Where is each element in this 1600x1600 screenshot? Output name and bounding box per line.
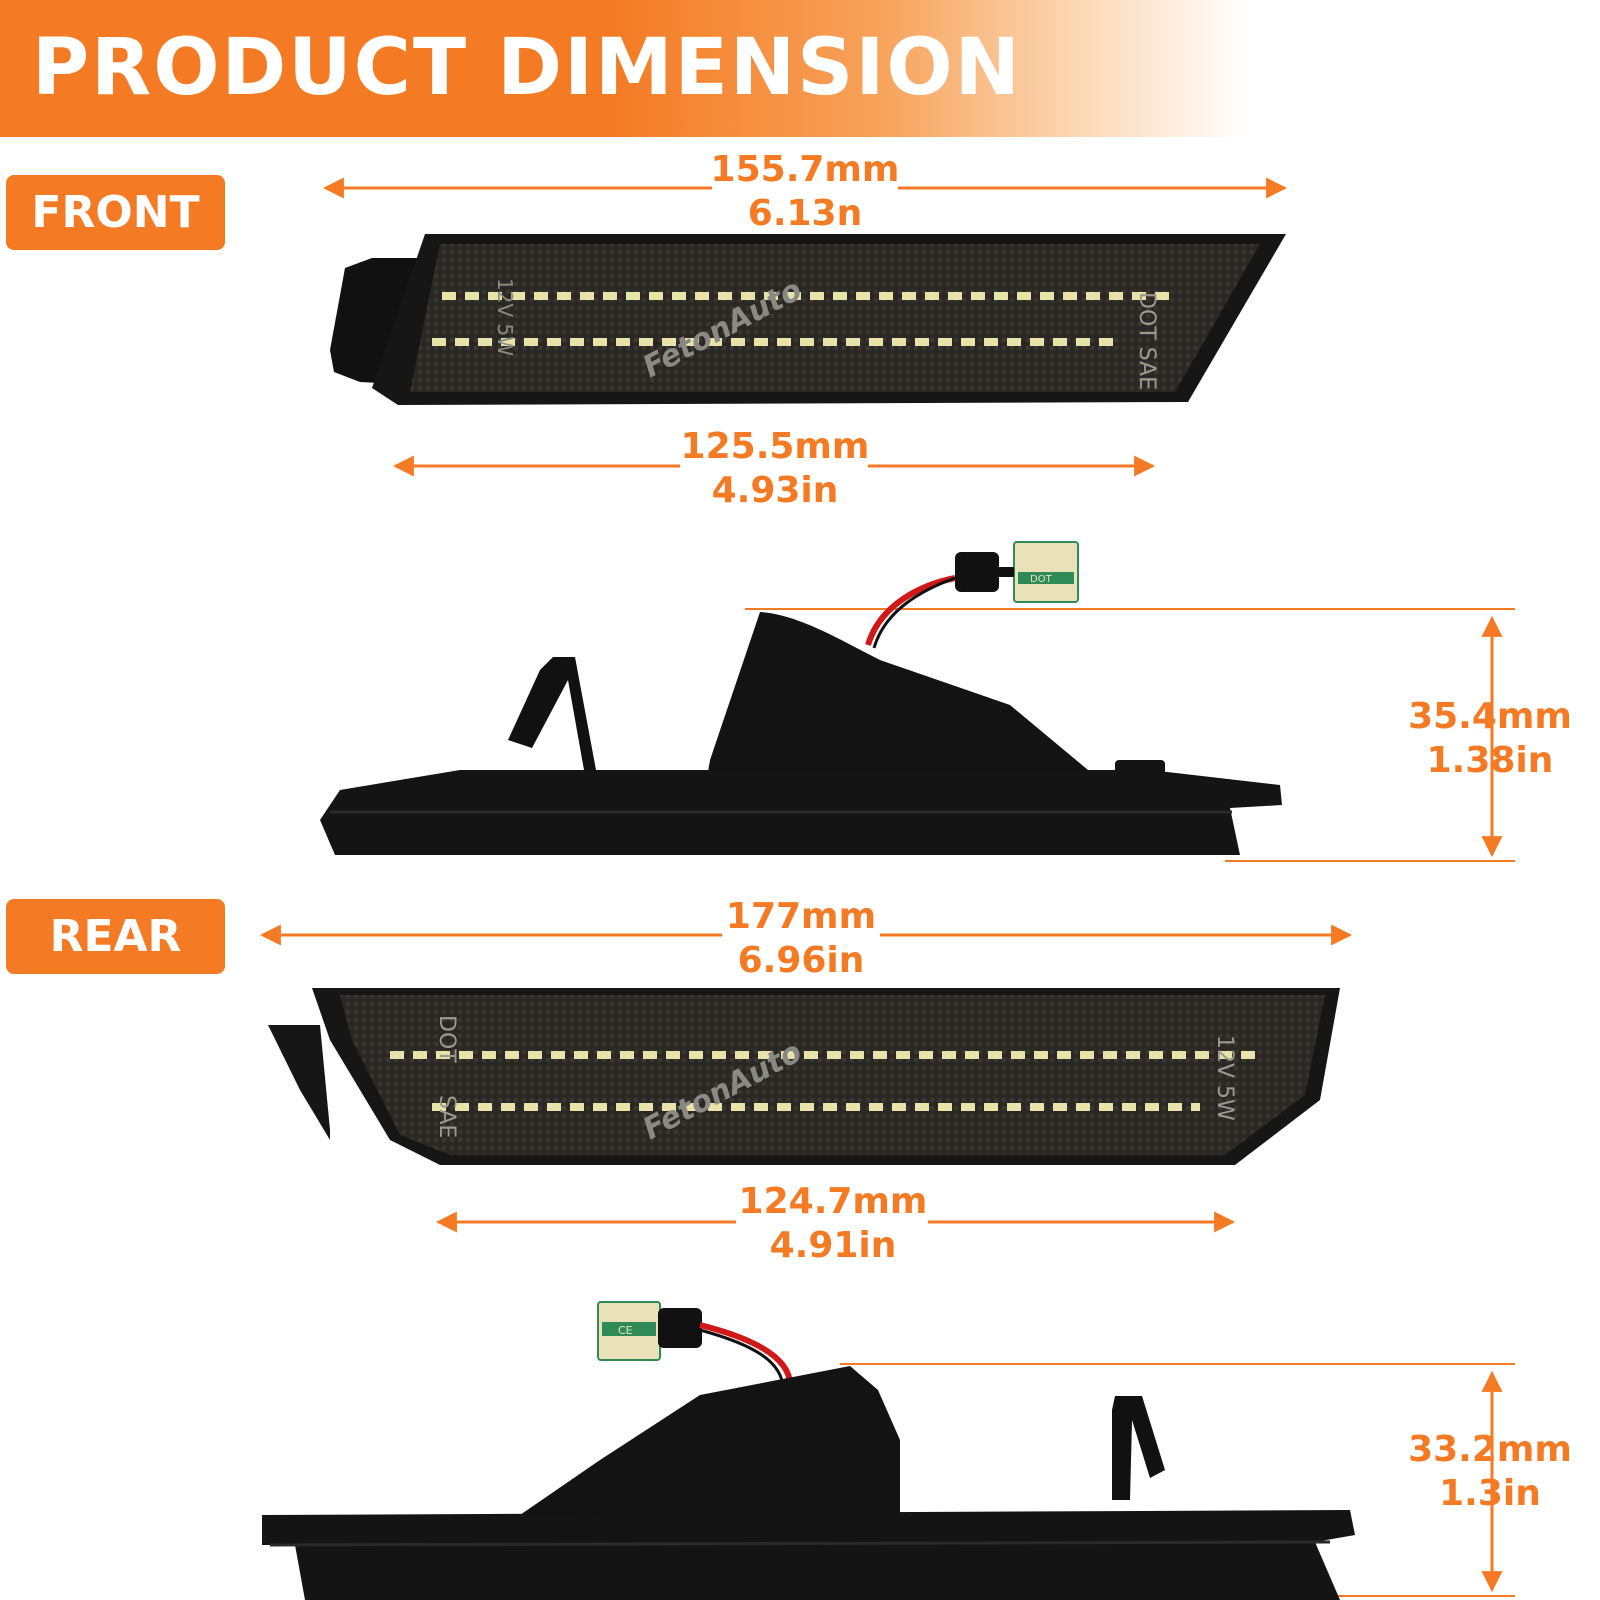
rear-mark-dot: DOT — [434, 1015, 459, 1063]
connector-front-mark: DOT — [1030, 574, 1053, 585]
front-mark-dot: DOT SAE — [1134, 292, 1159, 390]
front-height-mm: 35.4mm — [1408, 696, 1572, 737]
rear-height-label: 33.2mm 1.3in — [1375, 1428, 1600, 1516]
rear-top-width-mm: 177mm — [725, 896, 877, 937]
rear-section-badge: REAR — [6, 899, 225, 974]
front-section-badge: FRONT — [6, 175, 225, 250]
front-bottom-width-label: 125.5mm 4.93in — [660, 425, 890, 513]
rear-height-mm: 33.2mm — [1408, 1429, 1572, 1470]
rear-top-width-label: 177mm 6.96in — [686, 895, 916, 983]
front-side-profile: DOT — [320, 541, 1515, 862]
rear-bottom-width-in: 4.91in — [769, 1225, 897, 1266]
front-mark-voltage: 12V 5W — [493, 278, 517, 356]
header-banner: PRODUCT DIMENSION — [0, 0, 1600, 137]
front-bottom-width-mm: 125.5mm — [680, 426, 870, 467]
rear-side-profile: CE — [262, 1301, 1515, 1600]
rear-mark-sae: SAE — [434, 1095, 459, 1138]
page-title: PRODUCT DIMENSION — [32, 23, 1022, 113]
front-height-label: 35.4mm 1.38in — [1375, 695, 1600, 783]
front-bottom-width-in: 4.93in — [711, 470, 839, 511]
rear-bottom-width-label: 124.7mm 4.91in — [718, 1180, 948, 1268]
front-lens: DOT SAE 12V 5W FetonAuto — [330, 234, 1286, 405]
front-height-in: 1.38in — [1426, 740, 1554, 781]
rear-height-in: 1.3in — [1439, 1473, 1541, 1514]
front-top-width-label: 155.7mm 6.13n — [690, 148, 920, 236]
rear-lens: DOT SAE 12V 5W FetonAuto — [268, 988, 1340, 1165]
rear-top-width-in: 6.96in — [737, 940, 865, 981]
connector-rear-mark: CE — [618, 1324, 633, 1337]
front-top-width-in: 6.13n — [747, 193, 863, 234]
rear-bottom-width-mm: 124.7mm — [738, 1181, 928, 1222]
front-top-width-mm: 155.7mm — [710, 149, 900, 190]
rear-mark-voltage: 12V 5W — [1212, 1035, 1237, 1121]
